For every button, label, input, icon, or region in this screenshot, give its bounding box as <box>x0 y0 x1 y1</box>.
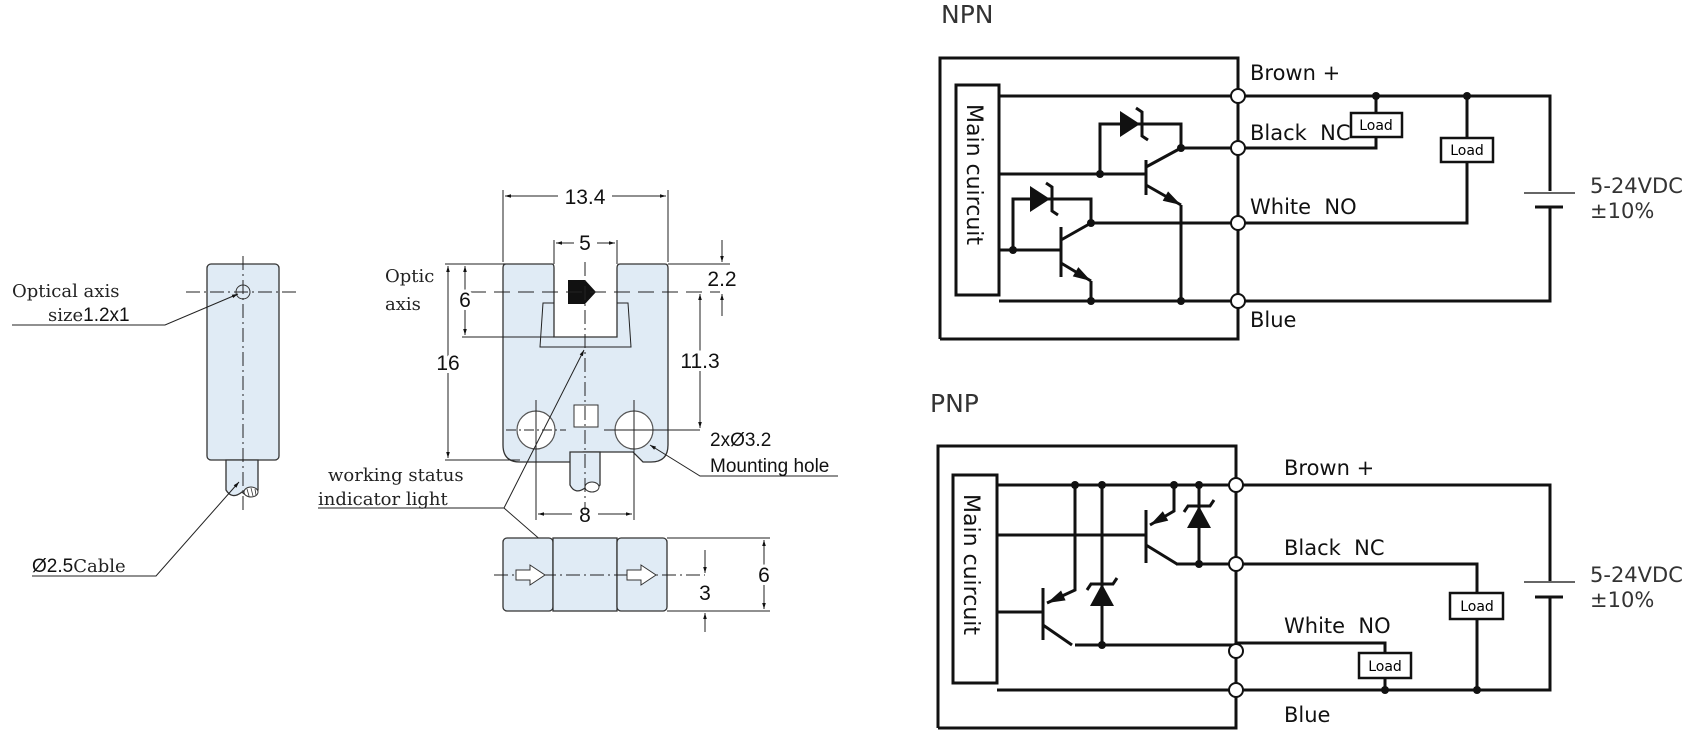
pnp-main-circuit <box>951 473 999 685</box>
npn-title: NPN <box>941 0 993 29</box>
svg-text:Load: Load <box>1450 143 1484 159</box>
indicator-label-2: indicator light <box>318 489 448 510</box>
pnp-supply-voltage: 5-24VDC <box>1590 563 1683 587</box>
optic-axis-label: Optic <box>385 266 434 287</box>
pnp-zener-icon <box>1187 506 1211 528</box>
npn-wire-blue: Blue <box>1250 308 1296 332</box>
npn-main-circuit <box>954 83 1001 297</box>
beam-arrow-icon-2 <box>626 564 657 586</box>
pnp-supply-tolerance: ±10% <box>1590 588 1654 612</box>
height-dimension: 16 <box>436 352 459 375</box>
npn-wire-brown: Brown + <box>1250 61 1340 85</box>
zener-diode-icon <box>1120 111 1140 137</box>
front-view: 13.4 5 6 16 Optic axis 2.2 11.3 8 2xØ3.2… <box>318 186 838 577</box>
top-offset-dimension: 2.2 <box>707 268 736 291</box>
pnp-wire-white: White NO <box>1284 614 1391 638</box>
optical-axis-size-label: size1.2x1 <box>48 305 130 326</box>
npn-wire-white: White NO <box>1250 195 1357 219</box>
optical-axis-label: Optical axis <box>12 281 119 302</box>
slot-width-dimension: 5 <box>579 232 591 255</box>
optical-axis-hole <box>235 284 251 300</box>
bottom-view: 6 3 <box>494 537 773 632</box>
pnp-title: PNP <box>930 389 979 418</box>
npn-supply-voltage: 5-24VDC <box>1590 174 1683 198</box>
thickness-dimension: 6 <box>758 564 770 587</box>
npn-supply-tolerance: ±10% <box>1590 199 1654 223</box>
pnp-diagram: PNP Main cuircuit <box>930 389 1683 730</box>
pnp-wire-brown: Brown + <box>1284 456 1374 480</box>
mounting-hole-label: Mounting hole <box>710 456 829 477</box>
npn-diagram: NPN Main cuircuit <box>938 0 1683 341</box>
pnp-wire-blue: Blue <box>1284 703 1330 727</box>
slot-depth-dimension: 6 <box>459 289 471 312</box>
side-view: Optical axis size1.2x1 Ø2.5Cable <box>12 256 300 577</box>
pnp-load-no <box>1357 651 1413 680</box>
pnp-main-circuit-label: Main cuircuit <box>958 494 983 635</box>
hole-height-dimension: 11.3 <box>680 350 719 373</box>
npn-wire-black: Black NC <box>1250 121 1351 145</box>
cable-label: Ø2.5Cable <box>32 556 126 577</box>
zener-diode-icon-2 <box>1030 186 1050 212</box>
svg-text:Load: Load <box>1460 599 1494 615</box>
indicator-light <box>573 404 599 428</box>
axis-height-dimension: 3 <box>699 582 711 605</box>
hole-spec-label: 2xØ3.2 <box>710 430 771 451</box>
width-dimension: 13.4 <box>565 186 606 209</box>
pnp-zener-icon-2 <box>1090 584 1114 606</box>
optic-axis-label-2: axis <box>385 294 421 315</box>
indicator-label: working status <box>328 465 464 486</box>
npn-main-circuit-label: Main cuircuit <box>961 104 986 245</box>
svg-text:Load: Load <box>1359 118 1393 134</box>
pnp-load-nc <box>1448 591 1505 621</box>
svg-text:Load: Load <box>1368 659 1402 675</box>
pnp-wire-black: Black NC <box>1284 536 1385 560</box>
hole-spacing-dimension: 8 <box>579 504 591 527</box>
beam-arrow-icon <box>515 564 546 586</box>
